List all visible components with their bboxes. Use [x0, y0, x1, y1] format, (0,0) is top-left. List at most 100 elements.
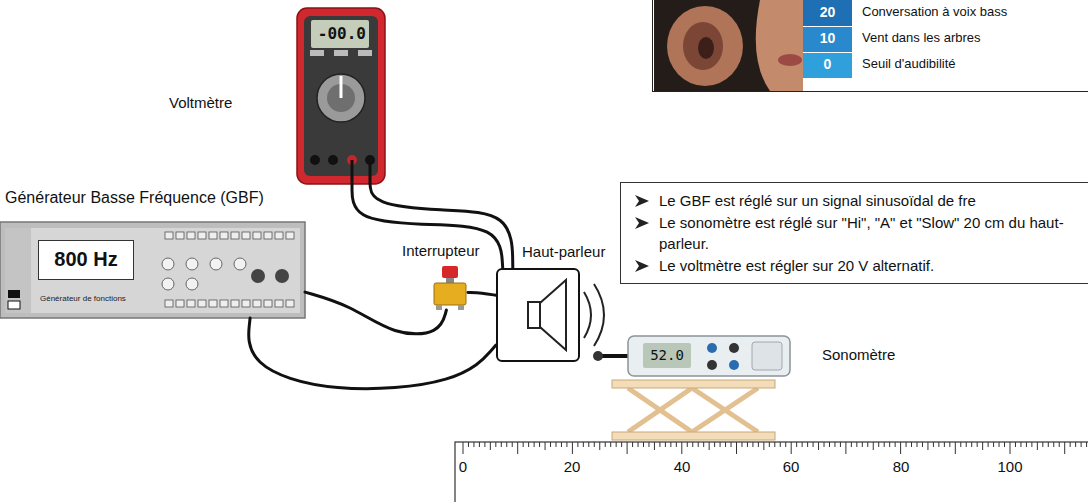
ruler-ticks	[960, 442, 961, 447]
ruler-ticks	[643, 442, 644, 447]
gbf-keys	[165, 232, 173, 239]
ruler-ticks	[654, 442, 655, 450]
ear-photo	[756, 0, 803, 91]
ruler-ticks	[594, 442, 595, 447]
ruler-ticks	[1042, 442, 1043, 447]
ruler-ticks	[993, 442, 994, 447]
ruler-ticks	[933, 442, 934, 447]
ruler-ticks	[988, 442, 989, 447]
ruler-ticks	[1010, 442, 1011, 454]
sound-level-meter	[729, 360, 739, 370]
ruler-ticks	[670, 442, 671, 447]
ruler-ticks	[550, 442, 551, 447]
ruler-ticks	[1048, 442, 1049, 447]
ruler-ticks	[583, 442, 584, 447]
ruler-ticks	[566, 442, 567, 447]
function-generator: Générateur Basse Fréquence (GBF)800 HzGé…	[0, 222, 305, 318]
ruler-ticks	[906, 442, 907, 447]
ruler-ticks	[977, 442, 978, 447]
ruler-ticks	[1015, 442, 1016, 447]
gbf-keys	[286, 232, 294, 239]
ruler-ticks	[807, 442, 808, 447]
connecting-wire	[468, 292, 496, 295]
gbf-keys	[209, 232, 217, 239]
ruler-ticks	[966, 442, 967, 447]
ruler-ticks	[1031, 442, 1032, 447]
ruler-ticks	[747, 442, 748, 447]
ruler-ticks	[638, 442, 639, 447]
gbf-keys	[242, 232, 250, 239]
switch: Interrupteur	[432, 266, 468, 310]
gbf-keys	[286, 300, 294, 307]
multimeter	[369, 160, 372, 184]
ruler-ticks	[955, 442, 956, 454]
level-column	[803, 53, 852, 78]
ruler-ticks	[763, 442, 764, 450]
multimeter	[328, 155, 338, 165]
gbf-keys	[242, 300, 250, 307]
sound-level-meter	[707, 343, 717, 353]
bullet-arrow	[635, 217, 649, 229]
sound-level-meter: 52.0Sonomètre	[597, 335, 792, 377]
function-generator	[0, 222, 305, 318]
ruler-ticks	[911, 442, 912, 447]
ruler-ticks	[692, 442, 693, 447]
ruler-ticks	[545, 442, 546, 450]
ruler-ticks	[725, 442, 726, 447]
frequency-display: 800 Hz	[38, 240, 134, 280]
ruler-ticks	[982, 442, 983, 450]
sound-level-meter	[628, 336, 790, 376]
ear-photo	[667, 6, 743, 86]
lab-jack	[612, 432, 775, 440]
ruler-ticks	[1081, 442, 1082, 447]
lab-jack	[628, 388, 692, 432]
ruler-ticks	[938, 442, 939, 447]
function-generator	[210, 258, 222, 270]
gbf-keys	[275, 232, 283, 239]
switch	[446, 278, 454, 283]
ruler-ticks	[616, 442, 617, 447]
switch	[434, 266, 466, 310]
level-column	[803, 0, 852, 78]
ruler-ticks	[659, 442, 660, 447]
ruler-number: 40	[674, 458, 691, 475]
gbf-keys	[198, 232, 206, 239]
ruler-ticks	[709, 442, 710, 450]
ruler-ticks	[895, 442, 896, 447]
ruler-ticks	[720, 442, 721, 447]
ruler-ticks	[1070, 442, 1071, 447]
multimeter	[351, 160, 354, 184]
ruler-ticks	[818, 442, 819, 450]
loudspeaker	[498, 270, 578, 360]
ruler	[455, 442, 1088, 502]
gbf-keys	[220, 300, 228, 307]
ruler-ticks	[561, 442, 562, 447]
ruler-ticks	[769, 442, 770, 447]
instruction-text: Le sonomètre est réglé sur "Hi", "A" et …	[659, 212, 1079, 254]
ruler-ticks	[829, 442, 830, 447]
loudspeaker	[498, 270, 604, 360]
ruler-ticks	[648, 442, 649, 447]
device-label: Haut-parleur	[522, 243, 605, 261]
ruler-ticks	[1020, 442, 1021, 447]
gbf-keys	[220, 232, 228, 239]
lab-jack	[612, 380, 775, 388]
ear-photo	[654, 0, 803, 91]
loudspeaker: Haut-parleur	[496, 268, 580, 362]
ruler-ticks	[528, 442, 529, 447]
ruler-ticks	[780, 442, 781, 447]
ruler-ticks	[632, 442, 633, 447]
multimeter	[304, 16, 378, 176]
ruler-ticks	[610, 442, 611, 447]
multimeter	[310, 155, 320, 165]
gbf-keys	[187, 300, 195, 307]
function-generator	[275, 269, 289, 283]
ruler	[455, 442, 1088, 502]
ruler-ticks	[468, 442, 469, 447]
ruler-ticks	[1004, 442, 1005, 447]
ruler-number: 100	[997, 458, 1022, 475]
level-value: 10	[803, 29, 852, 47]
gbf-keys	[198, 300, 206, 307]
device-label: Générateur Basse Fréquence (GBF)	[5, 188, 264, 207]
ruler-ticks	[577, 442, 578, 447]
